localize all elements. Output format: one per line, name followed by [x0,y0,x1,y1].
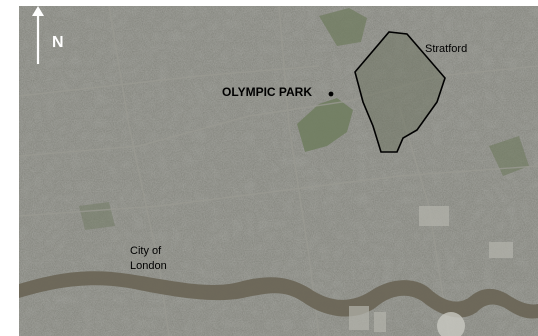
roads [19,6,538,336]
victoria-park [297,98,353,152]
olympic-park-boundary [354,31,446,153]
city-label-line2: London [130,260,167,272]
river-thames [19,271,538,319]
park-north [319,8,367,46]
o2-dome [437,312,465,336]
green-south [79,202,115,230]
city-label-line1: City of [130,245,162,257]
north-arrow-icon [32,6,44,64]
green-east [489,136,529,176]
docklands [349,206,513,332]
aerial-map[interactable] [19,6,538,336]
stratford-label: Stratford [425,43,468,55]
olympic-park-label: OLYMPIC PARK [222,85,313,99]
olympic-park-marker [328,91,334,97]
city-of-london-label: City of London [130,244,167,274]
north-label: N [52,34,64,51]
